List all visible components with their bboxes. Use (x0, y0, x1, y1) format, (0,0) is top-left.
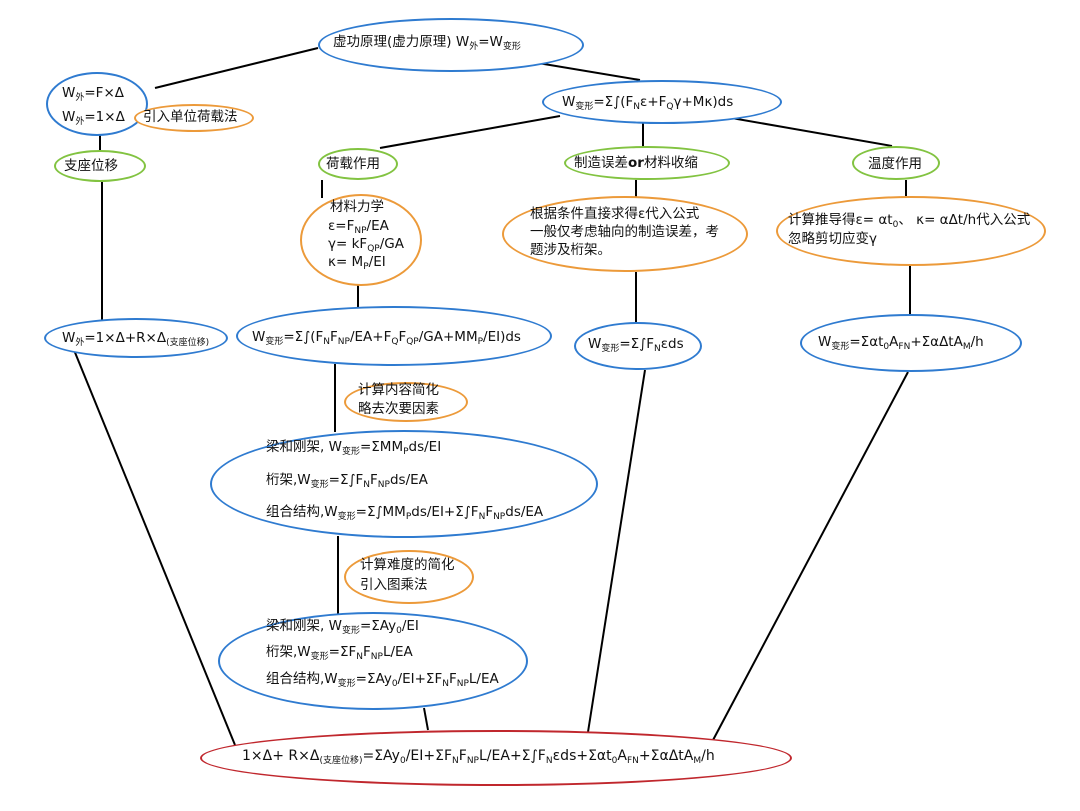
integral-combined: 组合结构,W变形=Σ∫MMPds/EI+Σ∫FNFNPds/EA (266, 504, 544, 522)
edge-wmanu-final (587, 369, 646, 733)
manufacture-text-line1: 根据条件直接求得ε代入公式 (530, 206, 700, 222)
w-def-general-label: W变形=Σ∫(FNε+FQγ+Mκ)ds (562, 94, 734, 112)
integral-truss: 桁架,W变形=Σ∫FNFNPds/EA (266, 472, 428, 490)
w-def-load-label: W变形=Σ∫(FNFNP/EA+FQFQP/GA+MMP/EI)ds (252, 329, 521, 347)
load-action-label: 荷载作用 (326, 156, 380, 172)
mechanics-eps: ε=FNP/EA (328, 218, 389, 236)
simplify-difficulty-node (344, 550, 474, 604)
w-ext-node (46, 72, 148, 136)
simplify-content-node (344, 382, 468, 422)
w-def-manufacture-label: W变形=Σ∫FNεds (588, 336, 684, 354)
w-def-general-node (542, 80, 782, 124)
manufacture-text-line3: 题涉及桁架。 (530, 242, 611, 258)
support-node (54, 150, 146, 182)
integral-formulas-node (210, 430, 598, 538)
manufacture-node (564, 146, 730, 180)
w-ext-support-node (44, 318, 228, 358)
manufacture-label: 制造误差or材料收缩 (574, 155, 698, 171)
integral-beam: 梁和刚架, W变形=ΣMMPds/EI (266, 439, 442, 457)
temperature-label: 温度作用 (868, 156, 922, 172)
support-label: 支座位移 (64, 158, 118, 174)
root-label: 虚功原理(虚力原理) W外=W变形 (333, 34, 521, 52)
w-ext-line2: W外=1×Δ (62, 109, 125, 127)
temperature-text-node (776, 196, 1046, 266)
graph-truss: 桁架,W变形=ΣFNFNPL/EA (266, 644, 413, 662)
final-equation-label: 1×Δ+ R×Δ(支座位移)=ΣAy0/EI+ΣFNFNPL/EA+Σ∫FNεd… (242, 748, 715, 766)
mechanics-kappa: κ= MP/EI (328, 254, 386, 272)
graph-combined: 组合结构,W变形=ΣAy0/EI+ΣFNFNPL/EA (266, 671, 499, 689)
final-equation-node (200, 730, 792, 786)
edge-wextsupport-final (73, 349, 236, 746)
simplify-difficulty-line2: 引入图乘法 (360, 577, 428, 593)
mechanics-node (300, 194, 422, 286)
unit-load-node (134, 104, 254, 132)
graph-formulas-node (218, 612, 528, 710)
w-ext-line1: W外=F×Δ (62, 85, 124, 103)
unit-load-label: 引入单位荷载法 (143, 109, 238, 125)
mechanics-title: 材料力学 (330, 199, 384, 215)
temperature-text-line1: 计算推导得ε= αt0、 κ= αΔt/h代入公式 (788, 212, 1031, 230)
w-def-load-node (236, 306, 552, 366)
temperature-node (852, 146, 940, 180)
root-node (318, 18, 584, 72)
mechanics-gamma: γ= kFQP/GA (328, 236, 404, 254)
w-ext-support-label: W外=1×Δ+R×Δ(支座位移) (62, 330, 210, 348)
simplify-content-line1: 计算内容简化 (358, 382, 439, 398)
graph-beam: 梁和刚架, W变形=ΣAy0/EI (266, 618, 419, 636)
manufacture-text-line2: 一般仅考虑轴向的制造误差，考 (530, 224, 719, 240)
manufacture-text-node (502, 196, 748, 272)
edge-wtemp-final (711, 371, 909, 743)
temperature-text-line2: 忽略剪切应变γ (788, 231, 877, 247)
w-def-temperature-label: W变形=Σαt0AFN+ΣαΔtAM/h (818, 334, 984, 352)
edge-root-wdef (531, 61, 641, 81)
simplify-difficulty-line1: 计算难度的简化 (360, 557, 455, 573)
edge-wdef-load (379, 115, 561, 149)
edge-root-wext (154, 47, 319, 89)
w-def-manufacture-node (574, 322, 702, 370)
edge-graph-final (423, 707, 429, 731)
load-action-node (318, 148, 398, 180)
edge-wdef-temp (719, 115, 893, 147)
w-def-temperature-node (800, 314, 1022, 372)
simplify-content-line2: 略去次要因素 (358, 401, 439, 417)
